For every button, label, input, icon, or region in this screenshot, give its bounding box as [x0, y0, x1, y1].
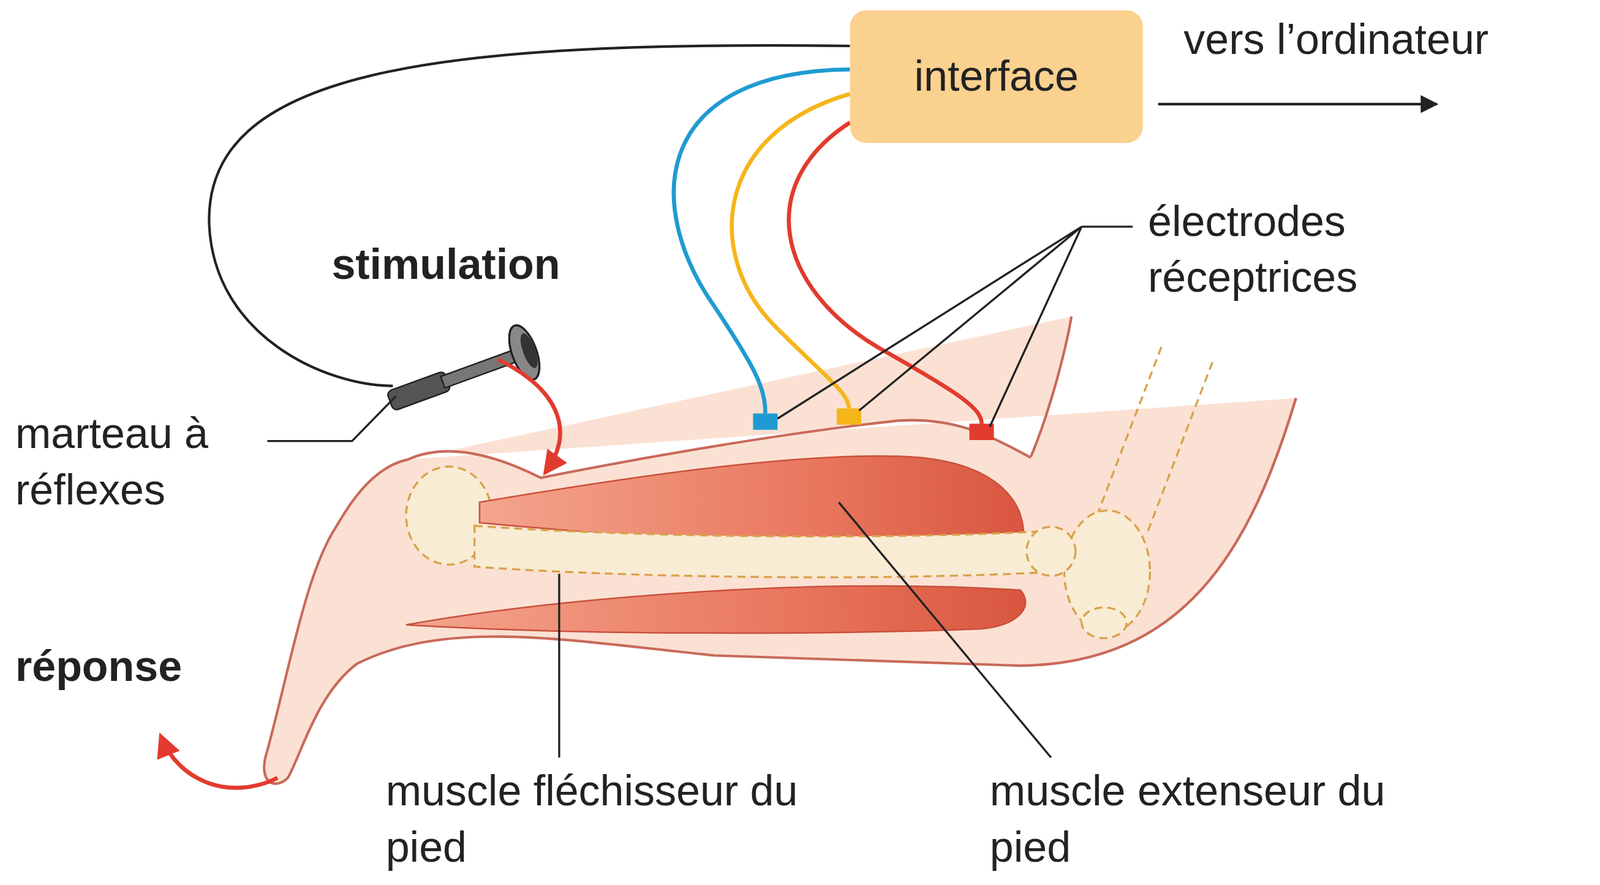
yellow-wire: [732, 93, 851, 408]
hammer-label: marteau à réflexes: [15, 406, 261, 518]
electrodes-label: électrodes réceptrices: [1147, 194, 1429, 306]
interface-box: interface: [850, 10, 1144, 144]
red-wire: [788, 122, 982, 424]
blue-wire: [673, 69, 851, 413]
kneecap-bone: [1081, 607, 1127, 638]
thigh-line: [1020, 398, 1297, 666]
flexor-muscle: [406, 585, 1026, 633]
leg-outline: [264, 316, 1296, 783]
tibia-bone: [474, 525, 1057, 578]
response-label: réponse: [15, 638, 261, 695]
extensor-label: muscle extenseur du pied: [989, 763, 1404, 875]
output-label: vers l’ordinateur: [1183, 12, 1592, 68]
tibia-head: [1026, 526, 1076, 576]
electrodes-leader: [777, 226, 1133, 427]
blue-electrode: [752, 413, 778, 431]
computer-arrow: [1158, 102, 1438, 106]
hammer-leader: [267, 395, 396, 441]
femur-bone: [1097, 341, 1215, 531]
leg-fill: [1020, 398, 1297, 666]
hammer-wire: [208, 45, 850, 386]
extensor-leader: [838, 502, 1051, 758]
response-arrow: [161, 736, 278, 788]
stimulation-arrow: [498, 358, 560, 472]
flexor-label: muscle fléchisseur du pied: [385, 763, 840, 875]
yellow-electrode: [836, 407, 862, 425]
box-label: interface: [913, 52, 1079, 102]
stimulation-label: stimulation: [331, 236, 638, 293]
flexor-leader: [558, 573, 560, 758]
